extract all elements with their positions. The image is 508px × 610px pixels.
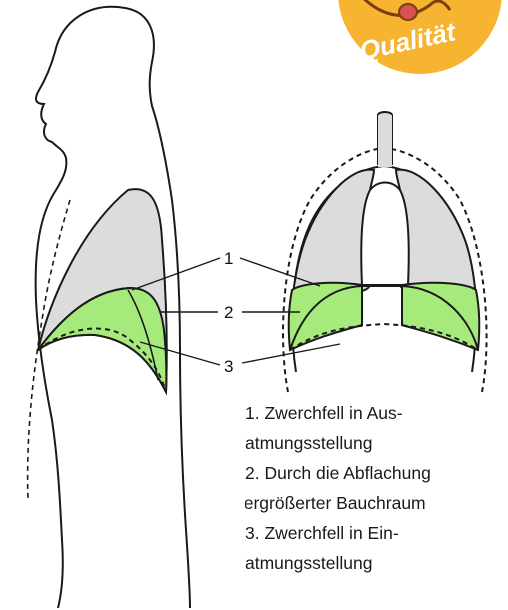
- badge-tongue-icon: [399, 4, 417, 20]
- right-diaphragm-band: [402, 283, 479, 350]
- callout-number-2: 2: [224, 303, 233, 322]
- legend-line-1: 1. Zwerchfell in Aus-: [245, 398, 508, 428]
- legend-line-6: atmungsstellung: [245, 548, 508, 578]
- heart-space: [361, 183, 408, 286]
- callout-number-3: 3: [224, 357, 233, 376]
- legend-line-3: 2. Durch die Abflachung: [245, 458, 508, 488]
- callout-2: 2: [160, 303, 300, 322]
- trachea-fill: [378, 115, 392, 167]
- legend: 1. Zwerchfell in Aus- atmungsstellung 2.…: [245, 398, 508, 578]
- legend-line-5: 3. Zwerchfell in Ein-: [245, 518, 508, 548]
- legend-line-4: vergrößerter Bauchraum: [245, 488, 508, 518]
- callout-3: 3: [140, 342, 340, 376]
- quality-badge: Qualität: [338, 0, 502, 74]
- callout-number-1: 1: [224, 249, 233, 268]
- left-diaphragm-band: [289, 283, 362, 350]
- front-chest: [283, 112, 487, 392]
- inhaled-front-outline: [28, 200, 70, 500]
- legend-line-2: atmungsstellung: [245, 428, 508, 458]
